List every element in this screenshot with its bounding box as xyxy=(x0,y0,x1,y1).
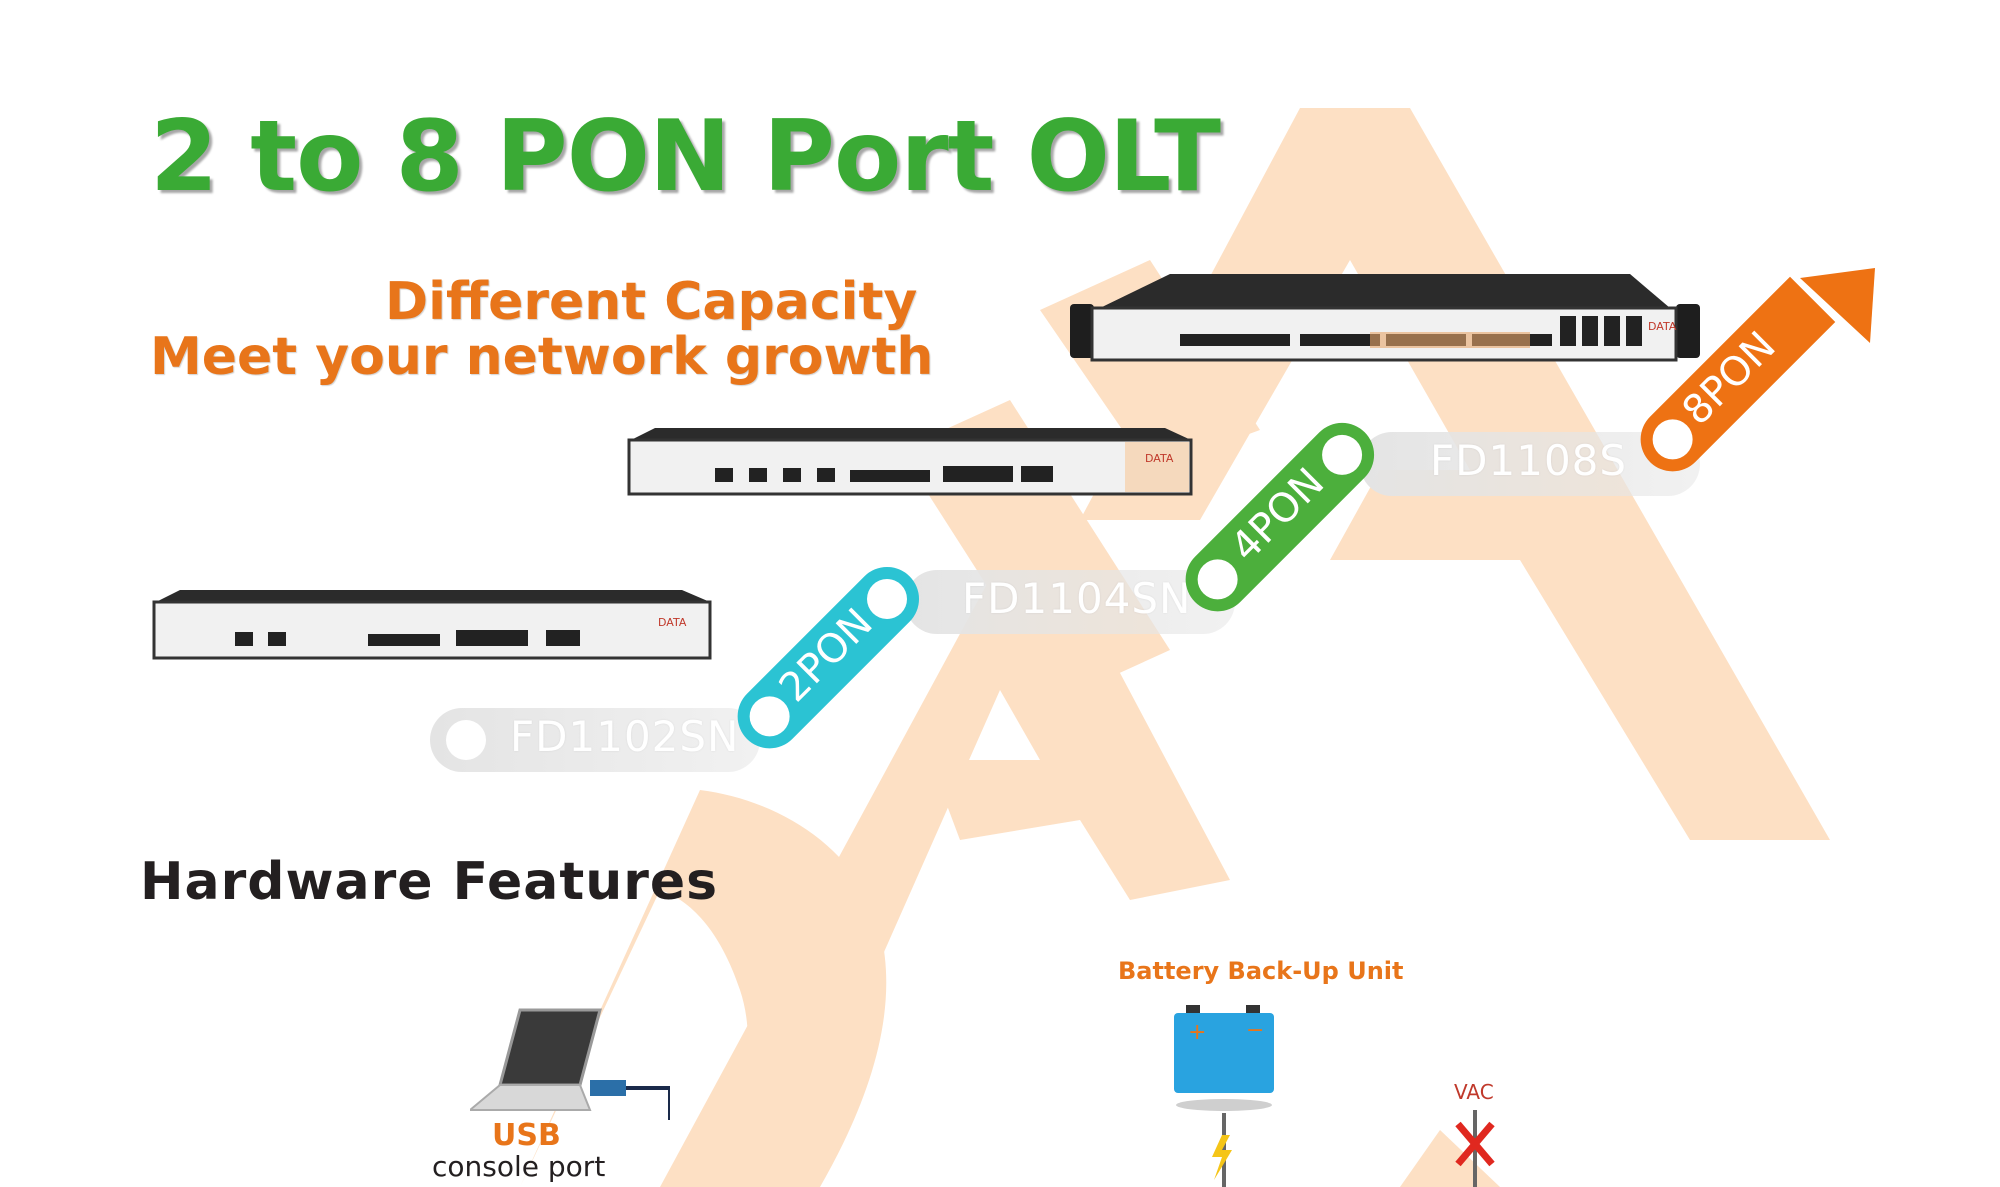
disconnect-x-icon xyxy=(1455,1110,1495,1187)
olt-device-fd1102sn: DATA xyxy=(152,590,712,660)
model-name-fd1102sn: FD1102SN xyxy=(510,712,740,761)
vac-label: VAC xyxy=(1454,1080,1494,1104)
battery-backup-label: Battery Back-Up Unit xyxy=(1118,957,1404,985)
svg-text:−: − xyxy=(1246,1018,1264,1043)
model-name-fd1108s: FD1108S xyxy=(1430,436,1628,485)
svg-text:DATA: DATA xyxy=(1145,452,1174,465)
subtitle-growth: Meet your network growth xyxy=(150,327,934,387)
laptop-icon xyxy=(470,1008,670,1120)
subtitle-capacity: Different Capacity xyxy=(385,272,918,332)
usb-label: USB xyxy=(492,1118,561,1153)
svg-text:DATA: DATA xyxy=(1648,320,1677,333)
page-title: 2 to 8 PON Port OLT xyxy=(150,100,1221,214)
svg-text:+: + xyxy=(1188,1020,1206,1045)
model-bar-fd1104sn xyxy=(905,570,1235,634)
battery-icon: + − xyxy=(1174,1005,1274,1187)
model-bar-dot-fd1102sn xyxy=(446,720,486,760)
olt-device-fd1104sn: DATA xyxy=(627,428,1193,496)
hardware-features-heading: Hardware Features xyxy=(140,852,719,912)
svg-text:DATA: DATA xyxy=(658,616,687,629)
arrow-head-icon xyxy=(1800,268,1875,343)
olt-device-fd1108s: DATA xyxy=(1070,274,1700,362)
console-port-label: console port xyxy=(432,1150,606,1183)
model-name-fd1104sn: FD1104SN xyxy=(962,574,1192,623)
